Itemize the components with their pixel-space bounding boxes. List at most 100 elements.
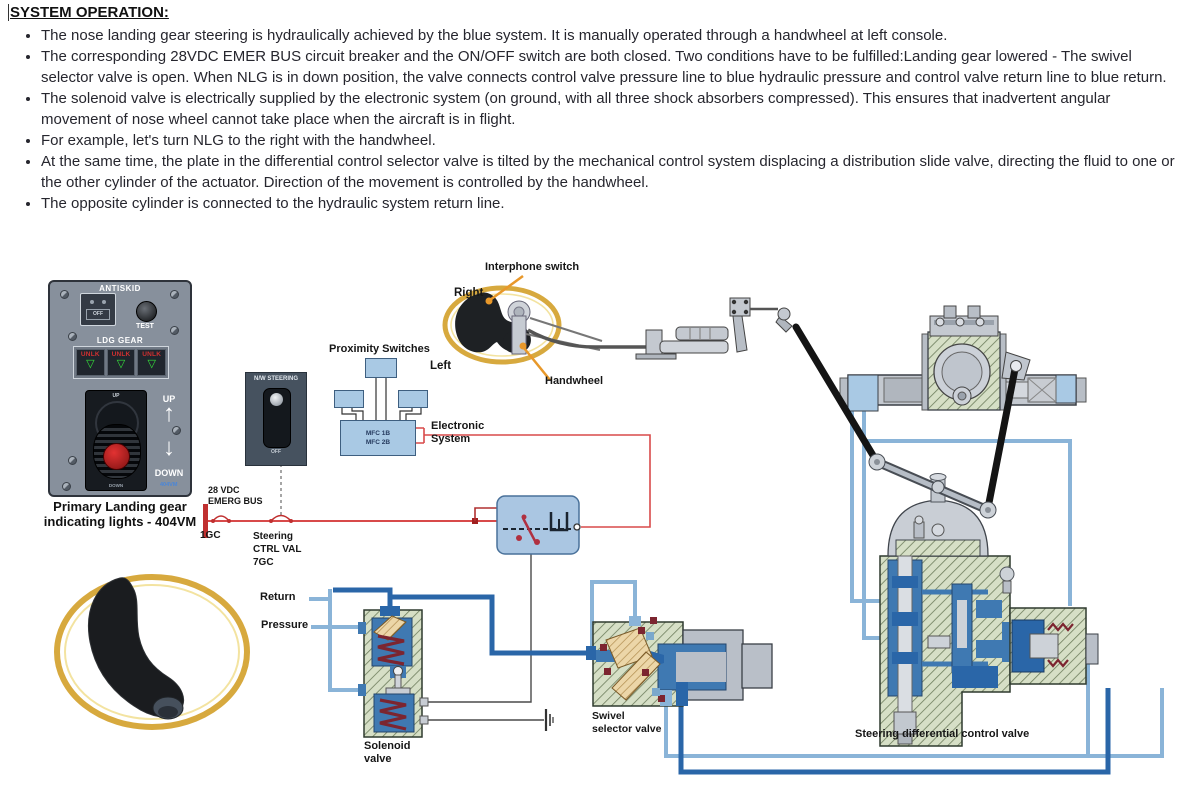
test-label: TEST	[136, 323, 154, 330]
handwheel-photo	[54, 574, 250, 730]
screw-icon	[68, 456, 77, 465]
panel-badge: 404VM	[160, 482, 178, 488]
test-knob	[136, 301, 157, 322]
screw-icon	[68, 332, 77, 341]
ground-icon	[544, 709, 554, 731]
mechanical-linkage-illustration	[525, 297, 793, 360]
screw-icon	[60, 290, 69, 299]
down-arrow-icon: ↓	[163, 434, 175, 461]
lever-down-label: DOWN	[108, 483, 124, 488]
swivel-selector-valve-illustration	[586, 616, 773, 707]
proximity-switch-box	[334, 390, 364, 408]
unlk-label: UNLK	[142, 351, 162, 358]
spring-icon	[379, 698, 407, 731]
bullet-item: The solenoid valve is electrically suppl…	[41, 88, 1181, 130]
bullet-item: The corresponding 28VDC EMER BUS circuit…	[41, 46, 1181, 88]
bullet-list: The nose landing gear steering is hydrau…	[8, 25, 1181, 214]
steering-differential-control-valve-illustration	[879, 473, 1099, 747]
antiskid-panel: ANTISKID OFF TEST LDG GEAR UNLK ▽ UNLK ▽…	[48, 280, 192, 497]
bullet-item: The nose landing gear steering is hydrau…	[41, 25, 1181, 46]
cb-7gc-label: Steering CTRL VAL 7GC	[253, 531, 302, 568]
down-label: DOWN	[154, 468, 184, 478]
ldg-gear-label: LDG GEAR	[96, 336, 144, 345]
gear-down-arrow-icon: ▽	[86, 358, 95, 370]
proximity-switch-box	[365, 358, 397, 378]
ldg-gear-lights: UNLK ▽ UNLK ▽ UNLK ▽	[73, 346, 169, 379]
nw-steering-panel: N/W STEERING OFF	[245, 372, 307, 466]
bottom-pressure-line	[678, 688, 1111, 775]
diff-control-valve-label: Steering differential control valve	[855, 728, 1030, 740]
steering-actuator-illustration	[839, 305, 1087, 412]
screw-icon	[170, 326, 179, 335]
hydraulic-dark-blue-lines	[333, 587, 1111, 775]
bullet-item: For example, let's turn NLG to the right…	[41, 130, 1181, 151]
text-block: SYSTEM OPERATION: The nose landing gear …	[8, 4, 1181, 214]
up-label: UP	[162, 394, 176, 404]
relay-box	[496, 495, 581, 555]
mfc-2b-label: MFC 2B	[365, 439, 391, 446]
proximity-switches-label: Proximity Switches	[329, 343, 430, 355]
swivel-top-line	[590, 580, 637, 652]
up-arrow-icon: ↑	[163, 400, 175, 427]
unlk-label: UNLK	[111, 351, 131, 358]
screw-icon	[172, 426, 181, 435]
interphone-switch-label: Interphone switch	[485, 261, 580, 273]
solenoid-valve-illustration	[358, 606, 429, 738]
solenoid-top-left-line	[333, 587, 393, 612]
proximity-switch-box	[398, 390, 428, 408]
electric-28vdc-line	[203, 504, 497, 538]
bullet-item: At the same time, the plate in the diffe…	[41, 151, 1181, 193]
lever-up-label: UP	[112, 393, 120, 399]
gear-light: UNLK ▽	[106, 349, 136, 376]
gear-light: UNLK ▽	[137, 349, 167, 376]
nw-off-label: OFF	[271, 449, 281, 455]
antiskid-label: ANTISKID	[99, 284, 141, 293]
gear-down-arrow-icon: ▽	[147, 358, 156, 370]
nw-steering-label: N/W STEERING	[253, 376, 298, 382]
gear-down-arrow-icon: ▽	[116, 358, 126, 370]
spring-icon	[377, 634, 405, 666]
interphone-pointer	[485, 274, 524, 305]
proximity-wiring	[341, 378, 422, 420]
handwheel-pointer	[519, 342, 551, 381]
antiskid-switch: OFF	[80, 293, 116, 326]
control-rods	[792, 323, 1022, 512]
seal-icons	[600, 617, 665, 702]
hydraulic-light-blue-lines	[309, 408, 1164, 758]
left-label: Left	[430, 360, 452, 372]
solenoid-valve-label: Solenoid valve	[364, 740, 411, 765]
screw-icon	[170, 290, 179, 299]
circuit-breaker-7gc-icon	[270, 514, 292, 522]
relay-contact-icon	[521, 517, 537, 542]
actuator-right-line	[864, 439, 1072, 606]
handwheel-label: Handwheel	[545, 375, 604, 387]
gear-light: UNLK ▽	[76, 349, 105, 376]
bottom-return-line	[664, 688, 1164, 758]
solenoid-ground-wires	[422, 554, 544, 721]
page-title: SYSTEM OPERATION:	[8, 4, 169, 21]
actuator-left-line-2	[862, 408, 882, 640]
actuator-left-line-1	[850, 408, 882, 603]
cb-1gc-label: 1GC	[200, 530, 221, 541]
antiskid-off-label: OFF	[86, 309, 110, 320]
panel-caption: Primary Landing gear indicating lights -…	[43, 499, 197, 529]
swivel-valve-label: Swivel selector valve	[592, 710, 662, 735]
unlk-label: UNLK	[80, 351, 100, 358]
nw-steering-toggle	[263, 388, 291, 448]
mfc-1b-label: MFC 1B	[365, 430, 391, 437]
landing-gear-lever: UP DOWN	[85, 390, 147, 491]
electronic-system-label: Electronic System	[431, 420, 485, 445]
return-line	[309, 597, 366, 692]
bullet-item: The opposite cylinder is connected to th…	[41, 193, 1181, 214]
lever-red-knob	[103, 443, 130, 470]
emerg-bus-label: 28 VDC EMERG BUS	[208, 485, 263, 506]
solenoid-to-swivel-line	[390, 594, 598, 656]
mfc-box: MFC 1B MFC 2B	[340, 420, 416, 456]
pressure-label: Pressure	[261, 619, 309, 631]
right-extension	[1009, 607, 1099, 685]
screw-icon	[62, 482, 71, 491]
bellcrank-lever	[868, 453, 997, 519]
right-label: Right	[454, 287, 484, 299]
